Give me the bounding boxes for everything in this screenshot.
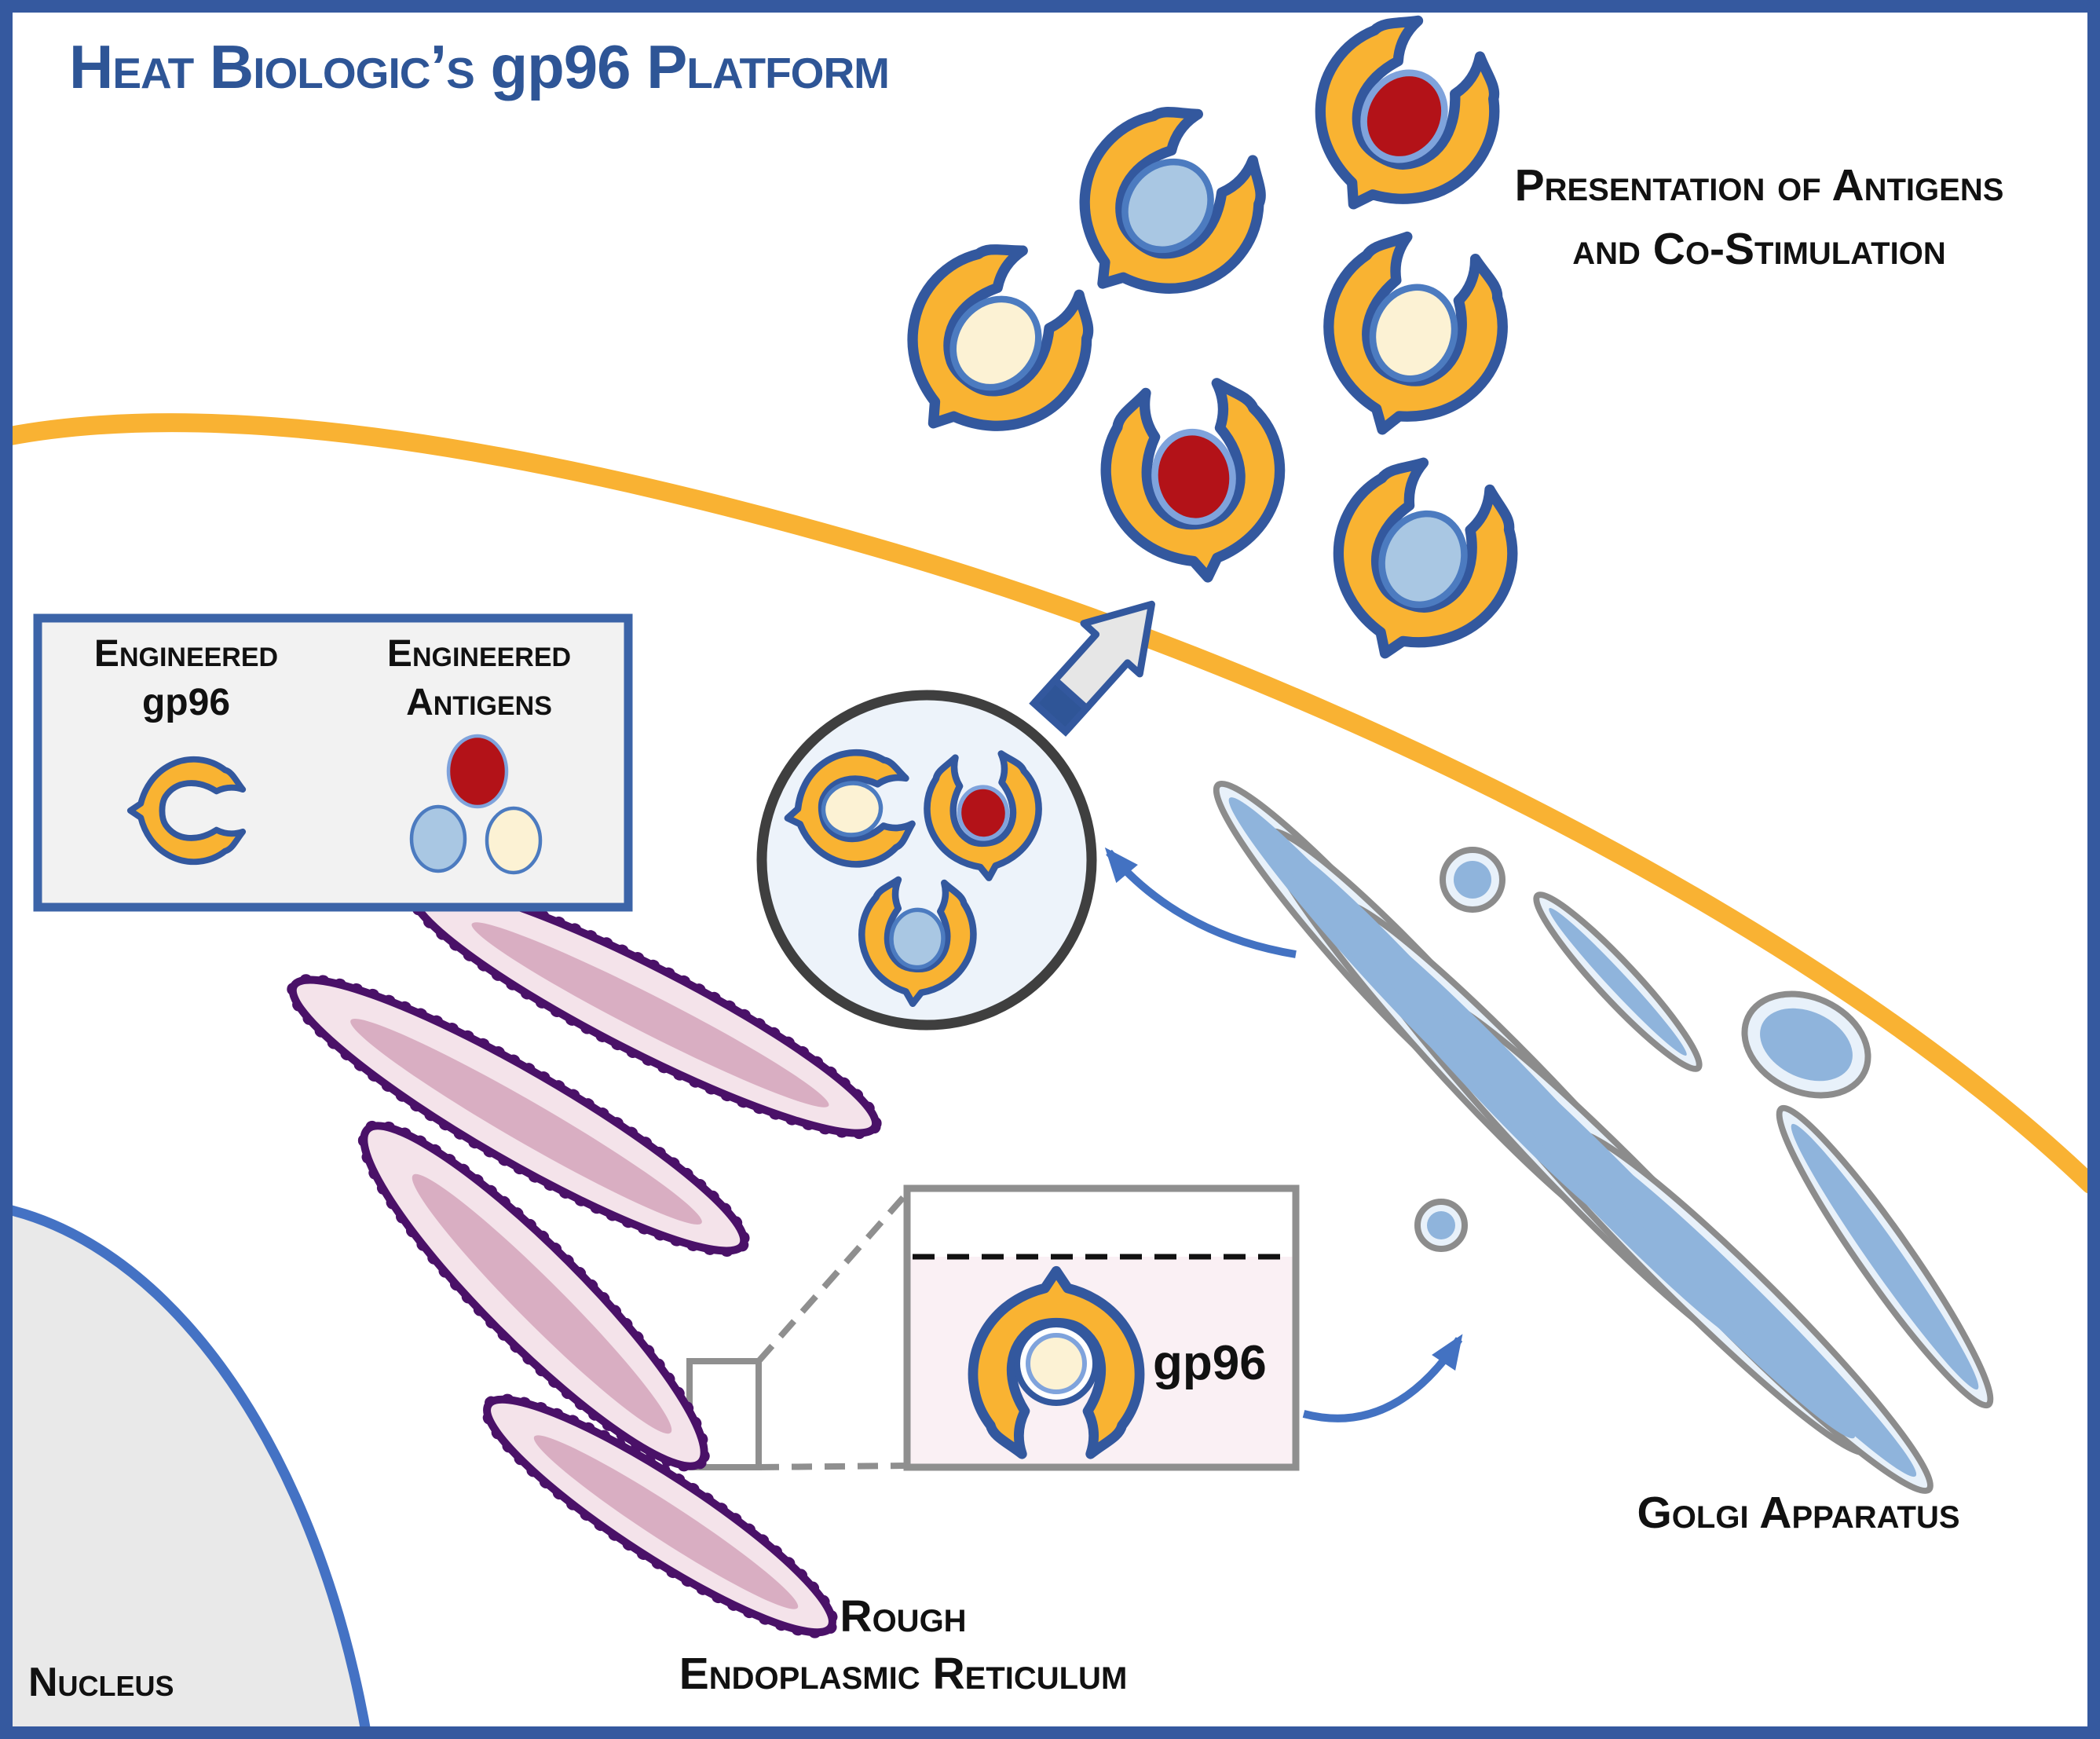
inset-border [903,1184,1300,1471]
golgi-vesicle [1741,990,1871,1099]
gp96-molecule [1304,444,1537,686]
legend-engineered-antigens-label: Engineered Antigens [338,630,620,728]
rough-er [287,879,882,1638]
golgi-vesicle [1440,847,1505,913]
gp96-molecule [865,219,1119,477]
presentation-line2: and Co-Stimulation [1572,223,1946,274]
golgi-apparatus [1213,780,1994,1495]
title-prefix: Heat Biologic’s [69,32,491,101]
er-label-line2: Endoplasmic Reticulum [679,1648,1128,1699]
golgi-label: Golgi Apparatus [1637,1488,1960,1538]
cell-membrane [0,413,2100,1194]
presentation-line1: Presentation of Antigens [1514,160,2004,211]
legend [33,613,633,912]
inset-antigen-cream [1026,1333,1087,1394]
inset-gp96-label: gp96 [1153,1336,1267,1390]
engineered-antigens-icon [409,734,543,875]
presented-complex-cluster [865,0,1537,686]
arrow-golgi-to-vesicle [1104,847,1297,958]
title-gp96: gp96 [490,32,631,101]
nucleus-body [0,1202,373,1739]
gp96-molecule [1300,221,1524,456]
gp96-inset [903,1184,1300,1471]
legend-col2-line2: Antigens [406,682,552,724]
nucleus-label: Nucleus [28,1660,174,1705]
gp96-molecule [923,751,1045,883]
legend-col1-line1: Engineered [93,633,279,675]
gp96-molecule [1036,82,1292,340]
callout-connector-top [756,1191,909,1364]
presentation-label: Presentation of Antigens and Co-Stimulat… [1421,154,2097,281]
gp96-molecule [1096,376,1294,590]
legend-col1-line2: gp96 [141,682,231,724]
callout-connector-bottom [758,1463,908,1470]
transport-vesicle [756,690,1097,1031]
title-suffix: Platform [630,32,890,101]
gp96-molecule [780,745,916,873]
arrow-inset-to-golgi [1302,1334,1463,1422]
gp96-molecule [857,877,977,1008]
er-label-line1: Rough [840,1591,967,1642]
page-title: Heat Biologic’s gp96 Platform [69,31,890,103]
legend-engineered-gp96-label: Engineered gp96 [49,630,324,728]
secretion-arrow [1029,600,1155,737]
gp96-molecule [1279,0,1524,247]
legend-col2-line1: Engineered [386,633,572,675]
golgi-vesicle [1414,1199,1468,1252]
er-label: Rough Endoplasmic Reticulum [605,1588,1202,1703]
